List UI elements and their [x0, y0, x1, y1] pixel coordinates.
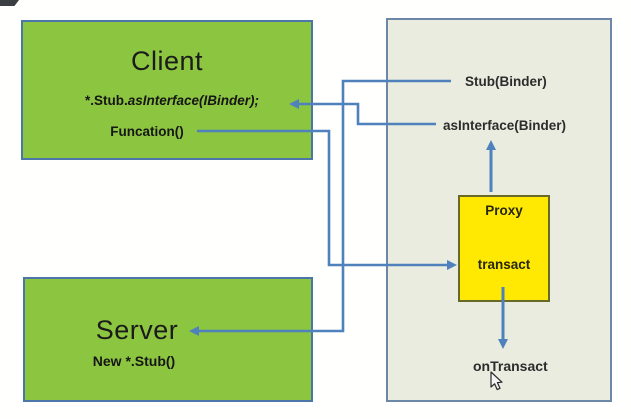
client-asinterface-code: *.Stub.asInterface(IBinder); [28, 93, 316, 109]
server-box: Server New *.Stub() [23, 277, 313, 402]
server-title: Server [95, 315, 179, 345]
client-box: Client *.Stub.asInterface(IBinder); Func… [21, 20, 313, 160]
client-title: Client [130, 46, 204, 76]
stub-binder-label: Stub(Binder) [465, 74, 547, 89]
video-corner-artifact [0, 0, 19, 6]
server-new-stub-code: New *.Stub() [92, 353, 176, 369]
proxy-box: Proxy transact [458, 195, 550, 302]
asinterface-binder-label: asInterface(Binder) [443, 118, 567, 133]
client-code-prefix: *.Stub. [84, 93, 128, 108]
proxy-title: Proxy [485, 203, 523, 218]
client-function-label: Funcation() [110, 124, 184, 139]
transact-label: transact [477, 257, 531, 272]
ontransact-label: onTransact [473, 358, 548, 374]
binder-panel: Stub(Binder) asInterface(Binder) Proxy t… [386, 18, 612, 402]
client-code-italic: asInterface(IBinder); [127, 93, 260, 108]
